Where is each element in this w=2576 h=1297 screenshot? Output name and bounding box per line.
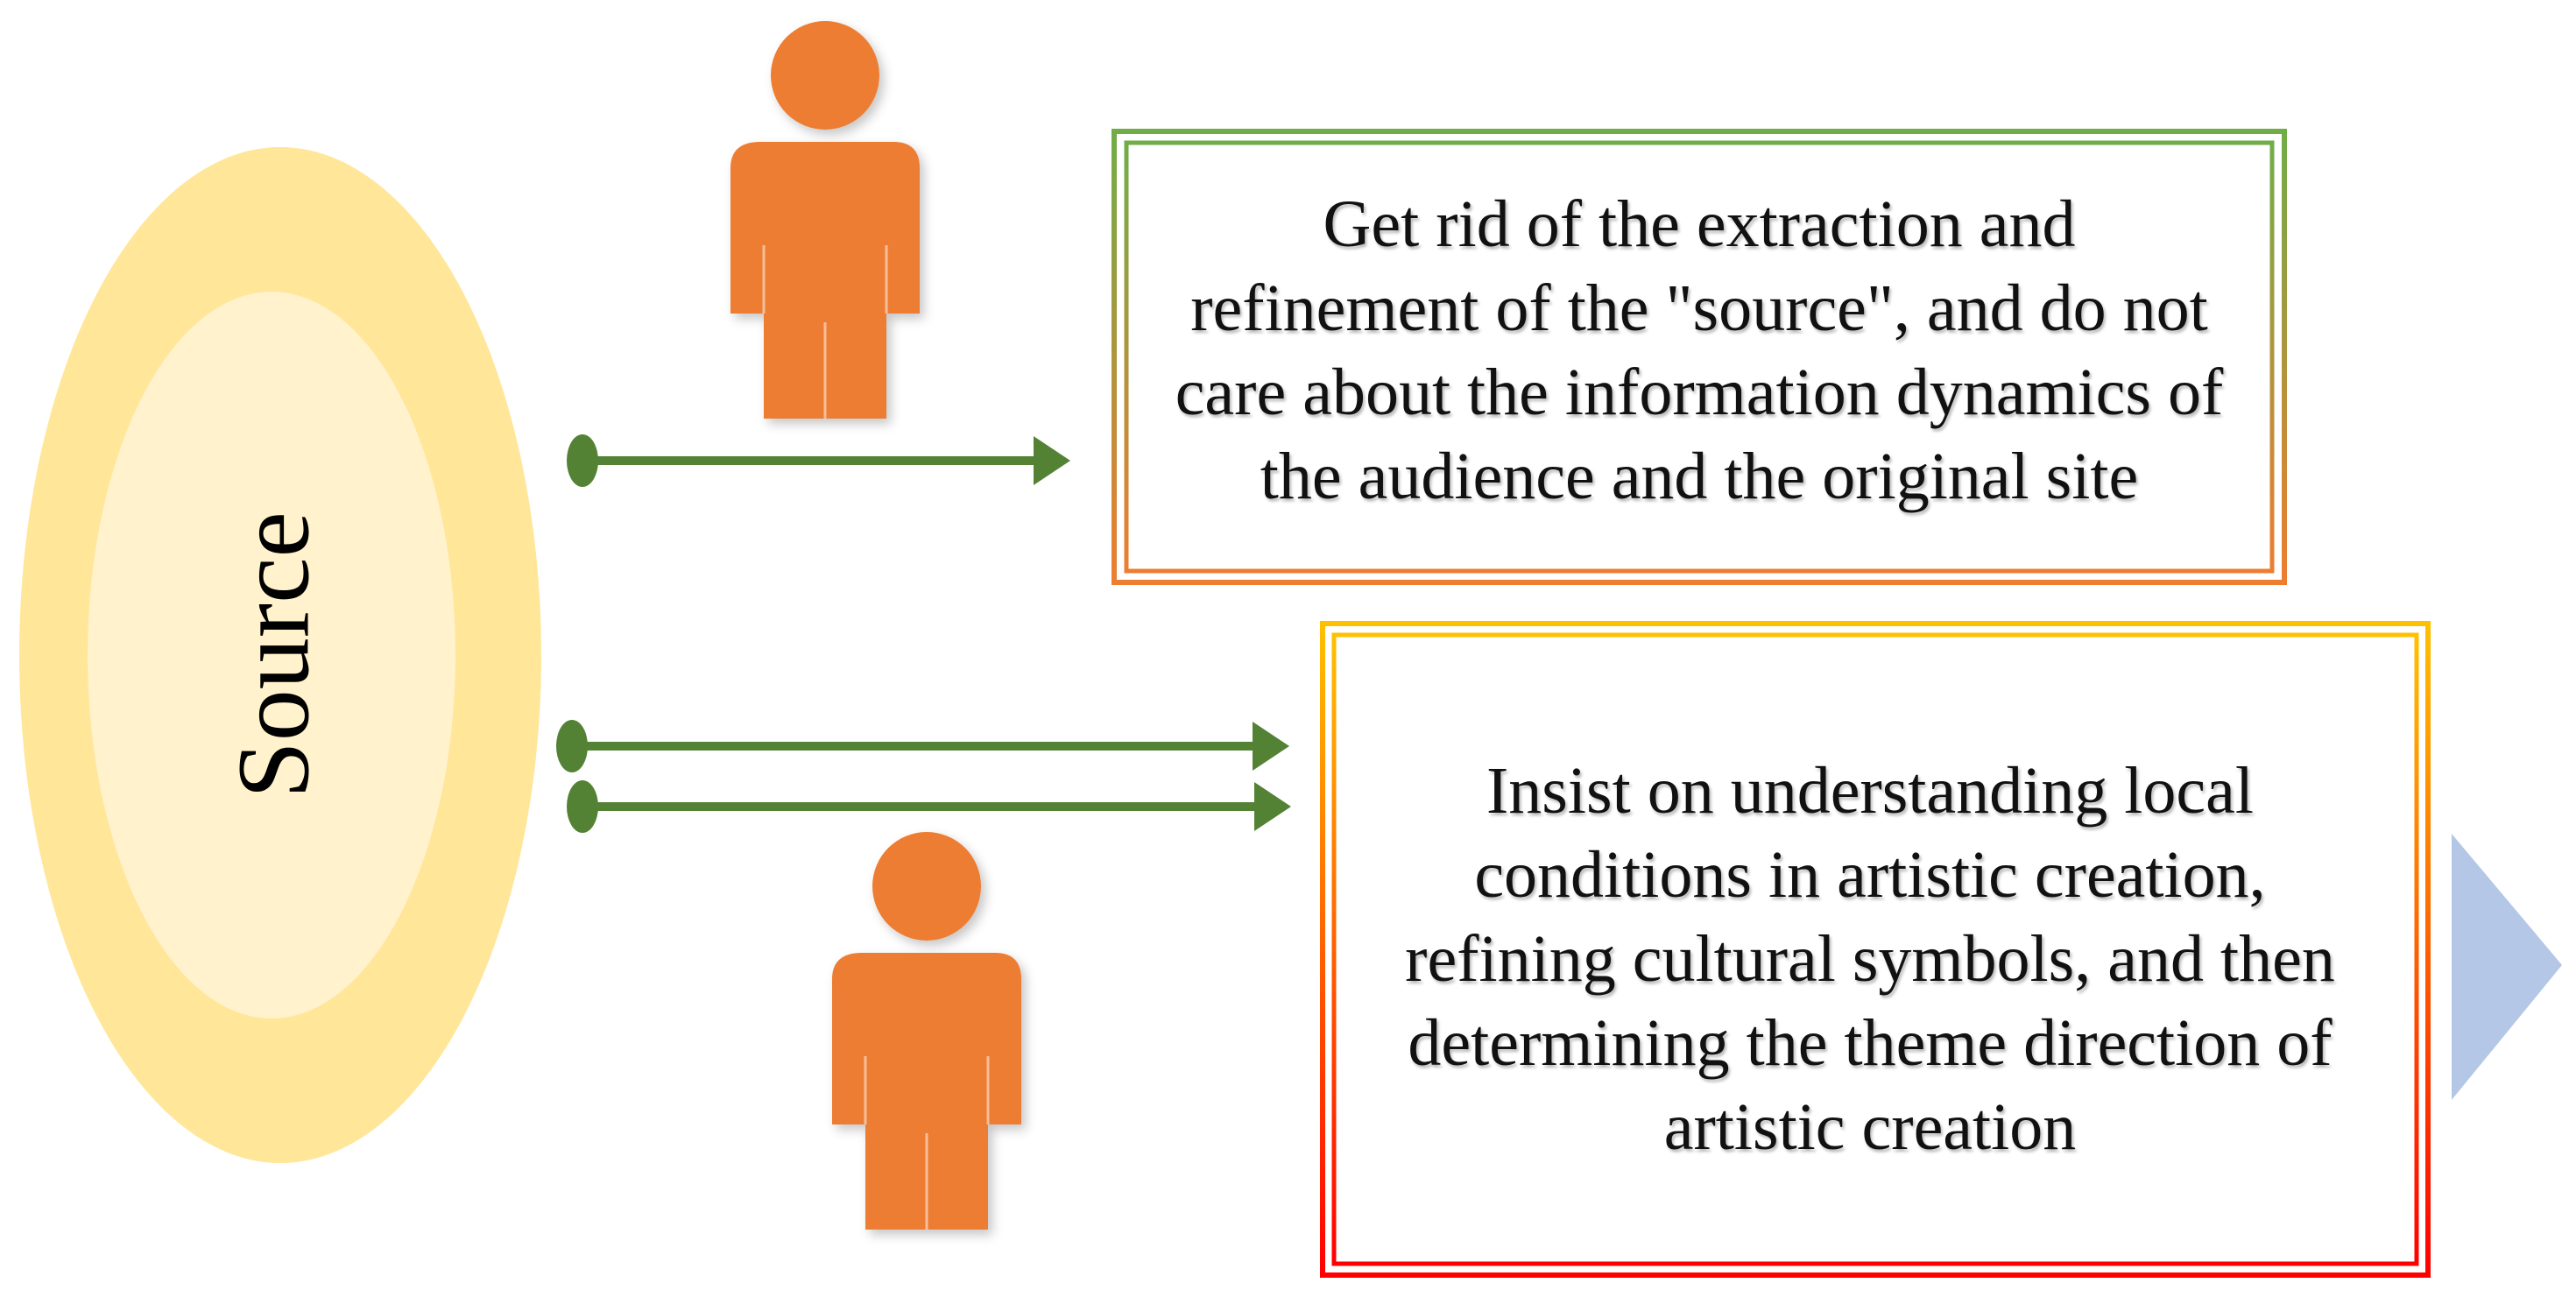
source-label: Source [216,511,331,799]
text-line: the audience and the original site [1260,440,2139,513]
triangle-arrow-icon [2452,834,2562,1100]
source-node: Source [19,147,541,1163]
person-icon [730,21,920,419]
text-line: refining cultural symbols, and then [1405,922,2335,996]
text-line: Insist on understanding local [1486,754,2254,828]
text-line: care about the information dynamics of [1175,356,2224,429]
text-box-2-frame [1320,621,2431,1278]
source-ellipse-inner [88,292,455,1019]
text-line: refinement of the "source", and do not [1190,271,2208,345]
text-box-1-frame [1112,129,2287,585]
arrow-middle [556,720,1289,772]
arrow-lower [567,780,1291,833]
arrow-top [567,434,1070,487]
text-box-2: Insist on understanding local conditions… [1344,661,2396,1257]
text-box-1-content: Get rid of the extraction and refinement… [1175,182,2224,518]
text-line: conditions in artistic creation, [1474,838,2266,912]
text-line: Get rid of the extraction and [1323,187,2076,261]
text-box-2-content: Insist on understanding local conditions… [1405,749,2335,1169]
text-box-1: Get rid of the extraction and refinement… [1139,149,2260,552]
text-line: determining the theme direction of [1408,1006,2333,1080]
person-icon [832,832,1021,1230]
text-line: artistic creation [1663,1090,2077,1164]
